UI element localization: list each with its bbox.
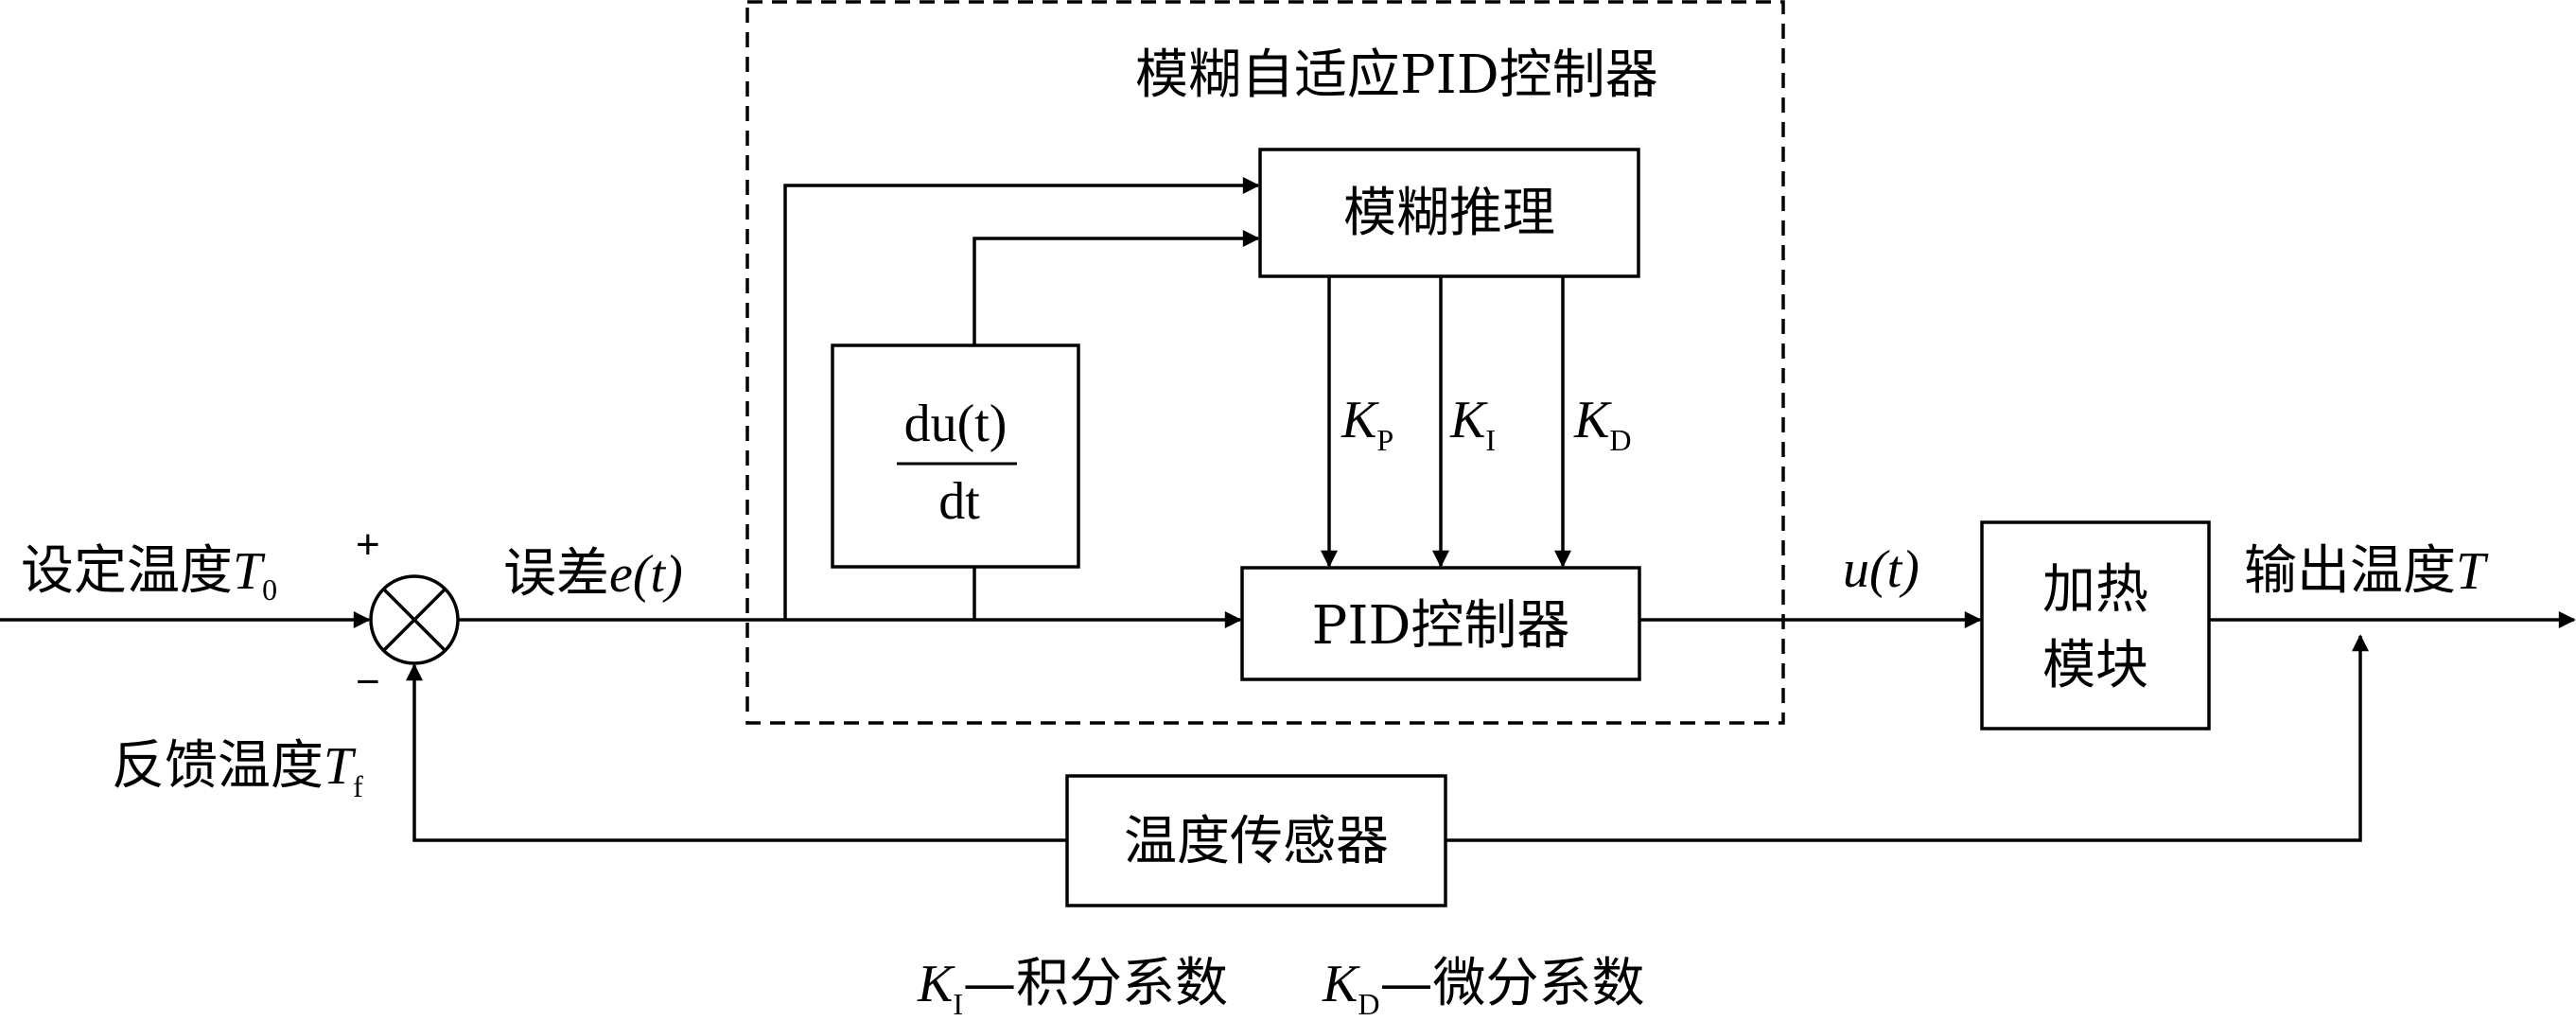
heating-module-label-line2: 模块	[2042, 635, 2148, 696]
fuzzy-inference-block: 模糊推理	[1258, 148, 1640, 278]
error-label: 误差e(t)	[503, 543, 683, 605]
feedback-label: 反馈温度Tf	[112, 735, 363, 803]
temperature-sensor-label: 温度传感器	[1124, 811, 1389, 872]
summing-junction	[369, 574, 460, 665]
temperature-sensor-block: 温度传感器	[1065, 774, 1447, 907]
minus-sign: −	[356, 659, 380, 705]
derivative-to-fuzzy-arrow	[973, 230, 1260, 345]
derivative-denominator: dt	[938, 472, 980, 531]
legend-ki: KI—积分系数	[917, 953, 1228, 1021]
output-label: 输出温度T	[2244, 540, 2489, 602]
fuzzy-pid-controller-title: 模糊自适应PID控制器	[1135, 44, 1658, 106]
ki-label: KI	[1449, 391, 1496, 457]
plus-sign: +	[356, 521, 380, 568]
kd-label: KD	[1573, 391, 1631, 457]
heating-module-label-line1: 加热	[2042, 559, 2148, 621]
pid-controller-label: PID控制器	[1312, 595, 1570, 657]
output-to-sensor-wire	[1446, 634, 2369, 842]
heating-module-block: 加热 模块	[1980, 520, 2211, 731]
setpoint-label: 设定温度T0	[21, 540, 277, 607]
kp-label: KP	[1341, 391, 1393, 457]
legend-kd: KD—微分系数	[1322, 953, 1644, 1021]
fuzzy-inference-label: 模糊推理	[1343, 183, 1555, 244]
sensor-feedback-arrow	[406, 663, 1067, 842]
error-to-fuzzy-arrow	[783, 177, 1260, 620]
fuzzy-pid-controller-boundary	[745, 0, 1785, 725]
pid-controller-block: PID控制器	[1240, 566, 1641, 681]
derivative-numerator: du(t)	[904, 395, 1008, 453]
derivative-block: du(t) dt	[831, 343, 1080, 569]
control-signal-label: u(t)	[1843, 540, 1919, 599]
